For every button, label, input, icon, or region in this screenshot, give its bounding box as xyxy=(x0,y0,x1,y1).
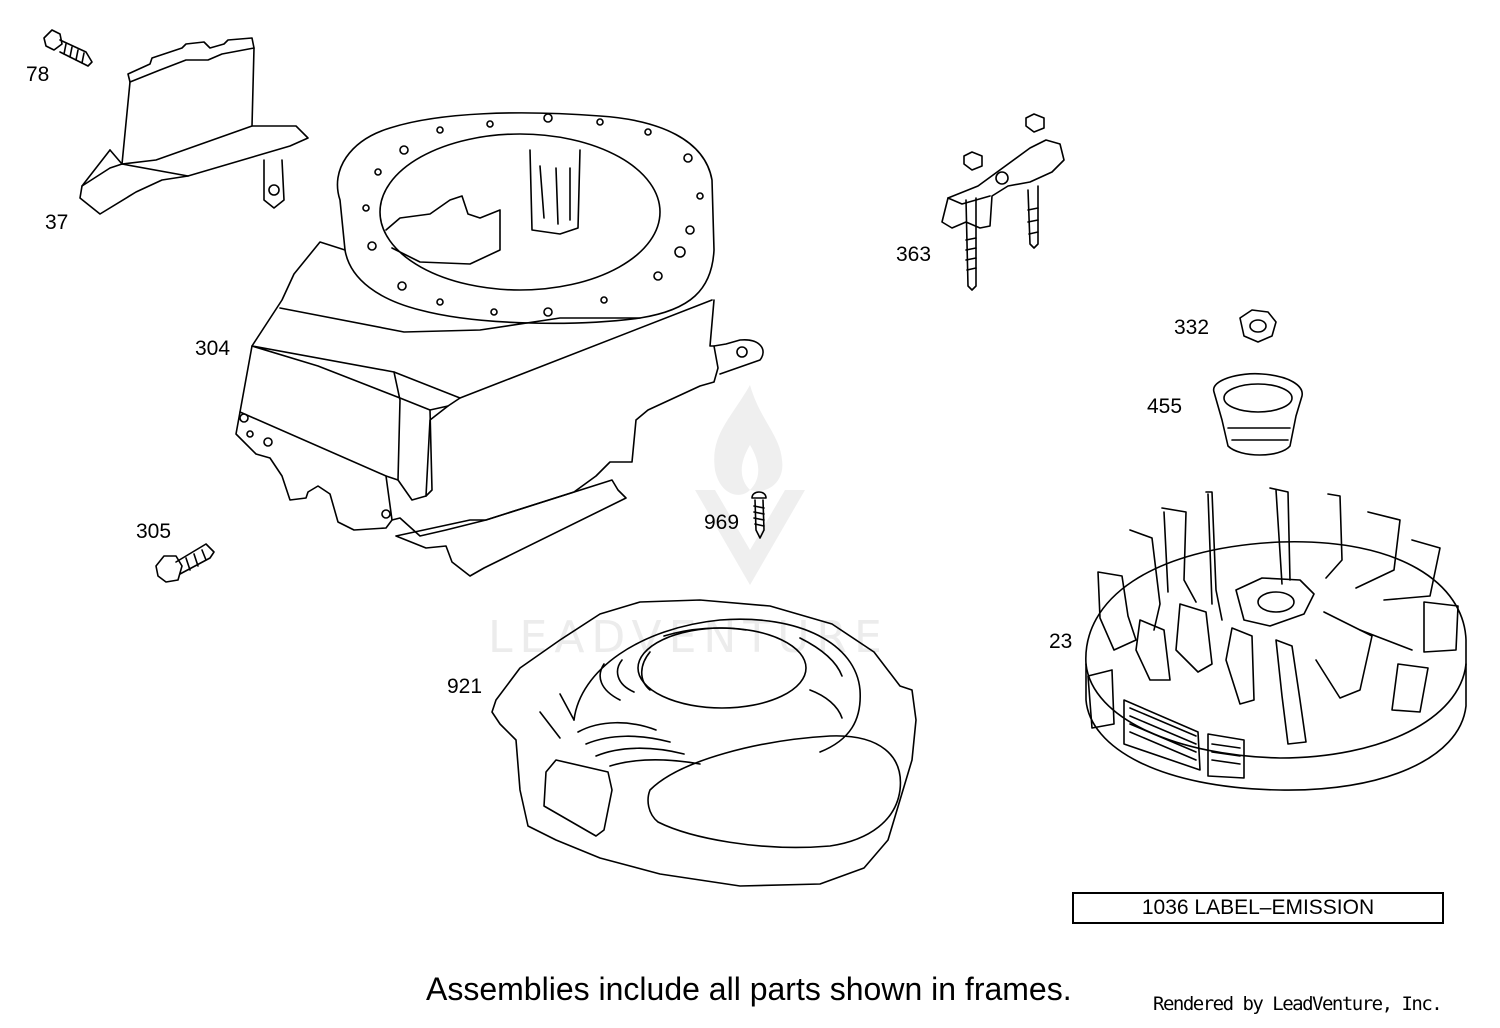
part-363-bracket xyxy=(941,113,1065,291)
part-23-flywheel xyxy=(1085,487,1467,791)
label-37: 37 xyxy=(45,211,69,234)
label-78: 78 xyxy=(26,63,50,86)
label-363: 363 xyxy=(896,243,932,266)
part-37-air-guide xyxy=(79,37,309,215)
part-969-screw xyxy=(751,491,767,539)
part-921-starter-cover xyxy=(491,599,917,887)
label-332: 332 xyxy=(1174,316,1210,339)
assemblies-footer-note: Assemblies include all parts shown in fr… xyxy=(426,971,1072,1007)
emission-label-frame: 1036 LABEL–EMISSION xyxy=(1072,892,1444,924)
part-305-bolt xyxy=(155,543,215,583)
part-304-blower-housing xyxy=(235,112,764,577)
label-305: 305 xyxy=(136,520,172,543)
part-78-bolt xyxy=(43,29,93,67)
label-23: 23 xyxy=(1049,630,1073,653)
leadventure-watermark-logo xyxy=(695,385,805,585)
part-455-starter-cup xyxy=(1213,372,1303,456)
label-921: 921 xyxy=(447,675,483,698)
label-969: 969 xyxy=(704,511,740,534)
watermark-text: LEADVENTURE xyxy=(488,612,889,663)
label-304: 304 xyxy=(195,337,231,360)
render-credit: Rendered by LeadVenture, Inc. xyxy=(1153,993,1443,1015)
part-332-nut xyxy=(1239,309,1277,343)
label-455: 455 xyxy=(1147,395,1183,418)
